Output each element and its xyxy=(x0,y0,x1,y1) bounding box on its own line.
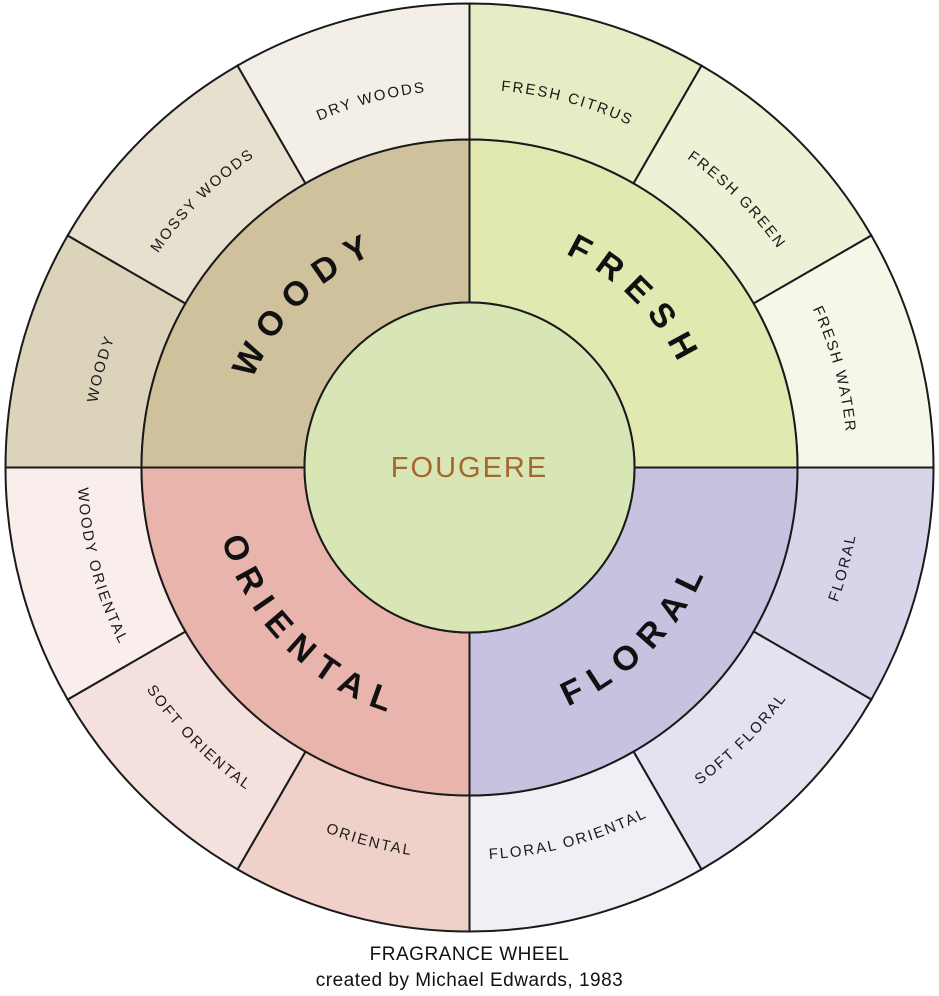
center-group: FOUGERE xyxy=(303,301,636,634)
caption-subtitle: created by Michael Edwards, 1983 xyxy=(315,970,624,991)
center-fougere-label: FOUGERE xyxy=(391,452,548,484)
center-fougere-circle[interactable] xyxy=(303,301,636,634)
caption-title: FRAGRANCE WHEEL xyxy=(369,944,570,965)
